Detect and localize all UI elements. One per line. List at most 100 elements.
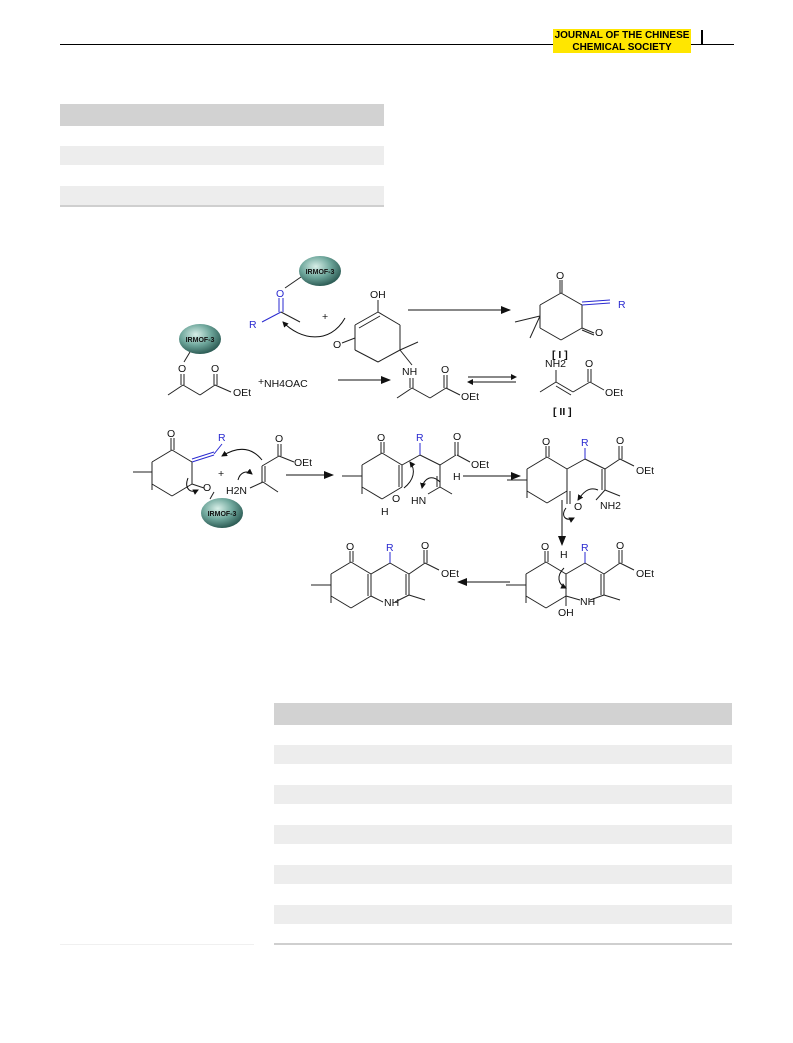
adduct-oxygen-ester: O — [453, 431, 461, 443]
ester-oet: OEt — [233, 387, 251, 399]
cyclized-intermediate-molecule — [506, 550, 635, 609]
product-oxygen-top: O — [346, 541, 354, 553]
aldehyde-molecule — [261, 276, 302, 323]
table-bottom-bottom-rule — [274, 943, 732, 945]
product-r-group: R — [386, 542, 394, 554]
table-bottom-row — [274, 905, 732, 924]
dimedone-enol-molecule — [341, 300, 419, 366]
acceptor-r-group: R — [218, 432, 226, 444]
donor-oet: OEt — [294, 457, 312, 469]
intermediate-1-r-group: R — [618, 299, 626, 311]
table-bottom-row — [274, 745, 732, 764]
tautomer-oxygen-ester: O — [616, 435, 624, 447]
aldehyde-oxygen: O — [276, 288, 284, 300]
enamine-nh2: NH2 — [545, 358, 566, 370]
product-n: NH — [384, 597, 399, 609]
imine-nh: NH — [402, 366, 417, 378]
tautomer-oet: OEt — [636, 465, 654, 477]
adduct-hn: HN — [411, 495, 426, 507]
curved-arrow — [563, 507, 575, 523]
catalyst-label: IRMOF-3 — [306, 269, 335, 276]
page-marker — [701, 30, 703, 44]
cyclized-oet: OEt — [636, 568, 654, 580]
ammonium-acetate: NH4OAC — [264, 378, 308, 390]
intermediate-1-oxygen-top: O — [556, 270, 564, 282]
dimedone-oxygen: O — [333, 339, 341, 351]
enamine-ester-molecule — [539, 369, 605, 396]
intermediate-1-oxygen-right: O — [595, 327, 603, 339]
intermediate-1-molecule — [514, 280, 611, 341]
catalyst-label: IRMOF-3 — [186, 337, 215, 344]
cyclized-oxygen-ester: O — [616, 540, 624, 552]
enamine-donor-molecule — [249, 444, 295, 493]
plus-sign: + — [218, 468, 224, 480]
curved-arrow — [237, 468, 253, 481]
table-bottom-header — [274, 703, 732, 725]
cyclized-oxygen-top: O — [541, 541, 549, 553]
tautomer-r-group: R — [581, 437, 589, 449]
journal-title-line2: CHEMICAL SOCIETY — [572, 41, 672, 53]
donor-oxygen: O — [275, 433, 283, 445]
catalyst-ball-aldehyde: IRMOF-3 — [299, 256, 341, 286]
donor-h2n: H2N — [226, 485, 247, 497]
adduct-oxygen-bottom: O — [392, 493, 400, 505]
enamine-tautomer-molecule — [507, 446, 635, 504]
tautomer-oxygen-top: O — [542, 436, 550, 448]
intermediate-1-label: [ I ] — [552, 349, 568, 361]
tautomer-oxygen-bottom: O — [574, 501, 582, 513]
acceptor-oxygen-top: O — [167, 428, 175, 440]
imine-ester-molecule — [396, 375, 461, 399]
imine-ester-oxygen: O — [441, 364, 449, 376]
ester-oxygen-keto: O — [178, 363, 186, 375]
product-oet: OEt — [441, 568, 459, 580]
ethyl-acetoacetate-molecule — [167, 351, 232, 396]
adduct-oxygen-top: O — [377, 432, 385, 444]
header-rule — [60, 44, 734, 45]
enamine-oxygen: O — [585, 358, 593, 370]
dimedone-hydroxyl: OH — [370, 289, 386, 301]
michael-acceptor-molecule — [133, 438, 215, 497]
curved-arrow — [577, 488, 599, 501]
intermediate-2-label: [ II ] — [553, 406, 572, 418]
curved-arrow — [186, 477, 199, 495]
ester-oxygen-carbonyl: O — [211, 363, 219, 375]
table-bottom-row — [274, 825, 732, 844]
table-top-row — [60, 146, 384, 165]
table-bottom-row — [274, 785, 732, 804]
table-top-bottom-rule — [60, 205, 384, 207]
left-column-rule — [60, 944, 254, 945]
journal-badge: JOURNAL OF THE CHINESE CHEMICAL SOCIETY — [553, 29, 691, 53]
cyclized-nh: NH — [580, 596, 595, 608]
acceptor-oxygen-bottom: O — [203, 482, 211, 494]
journal-title-line1: JOURNAL OF THE CHINESE — [554, 30, 690, 41]
cyclized-r-group: R — [581, 542, 589, 554]
tautomer-nh2: NH2 — [600, 500, 621, 512]
adduct-h: H — [453, 471, 461, 483]
catalyst-label: IRMOF-3 — [208, 511, 237, 518]
catalyst-ball-ester: IRMOF-3 — [179, 324, 221, 354]
adduct-h-bottom: H — [381, 506, 389, 518]
curved-arrow — [558, 567, 567, 589]
plus-sign: + — [322, 311, 328, 323]
curved-arrow — [403, 461, 416, 489]
imine-ester-oet: OEt — [461, 391, 479, 403]
equilibrium-arrows — [467, 374, 517, 385]
product-oxygen-ester: O — [421, 540, 429, 552]
product-hexahydroquinoline-molecule — [311, 550, 440, 609]
catalyst-ball-acceptor: IRMOF-3 — [201, 498, 243, 528]
table-top-header — [60, 104, 384, 126]
curved-arrow — [221, 448, 263, 461]
cyclized-oh: OH — [558, 607, 574, 619]
table-top-row — [60, 186, 384, 205]
enamine-oet: OEt — [605, 387, 623, 399]
adduct-oet: OEt — [471, 459, 489, 471]
michael-adduct-molecule — [342, 442, 471, 500]
adduct-r-group: R — [416, 432, 424, 444]
table-bottom-row — [274, 865, 732, 884]
plus-sign: + — [258, 376, 264, 388]
cyclized-h: H — [560, 549, 568, 561]
curved-arrow — [282, 317, 346, 338]
curved-arrow — [420, 477, 441, 489]
aldehyde-r-group: R — [249, 319, 257, 331]
